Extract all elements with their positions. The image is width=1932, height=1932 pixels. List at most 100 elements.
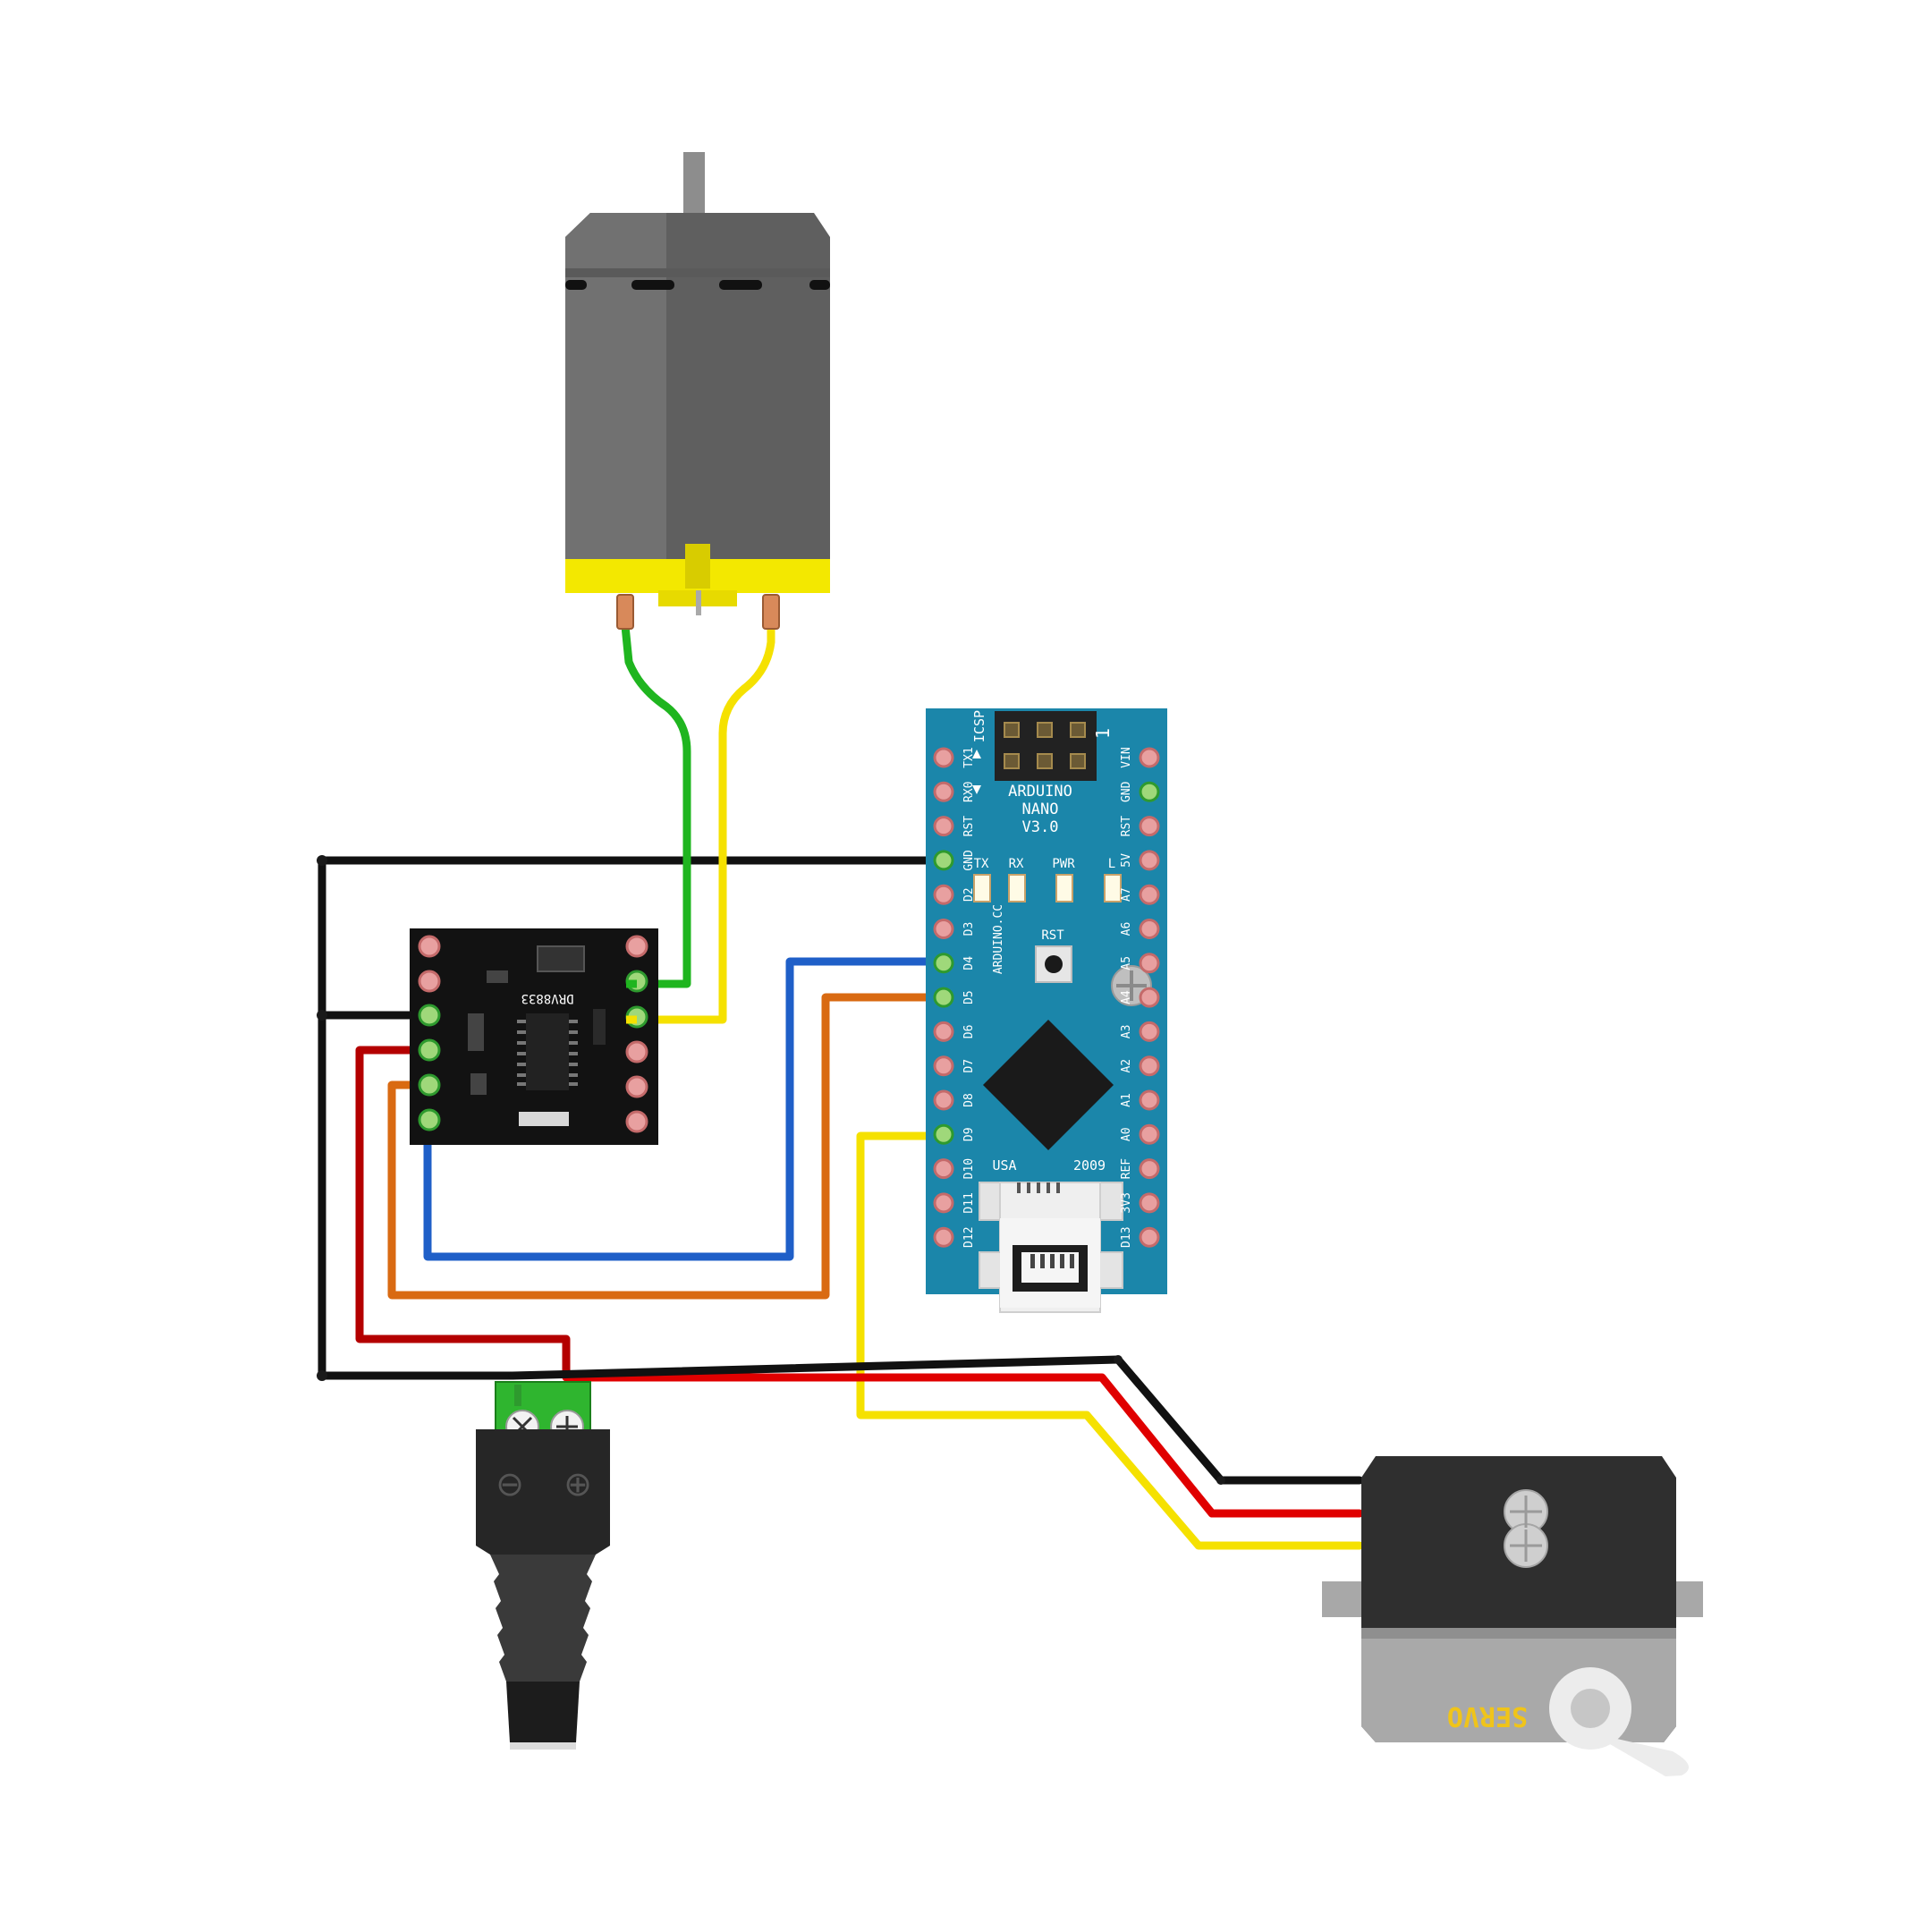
nano-pin-right: [1139, 781, 1160, 802]
driver-pins-right: [625, 935, 648, 1133]
jack-minus-symbol: ⊖: [496, 1464, 524, 1504]
nano-pin-label: A3: [1120, 1025, 1133, 1039]
wire-servo-signal: [856, 1131, 1364, 1550]
nano-pin-label: RST: [962, 816, 976, 837]
wire-d4-blue: [423, 957, 948, 1261]
driver-pin: [625, 935, 648, 958]
servo-horn: [1549, 1667, 1689, 1776]
nano-pin-left: [933, 816, 954, 837]
nano-pin-right: [1139, 1021, 1160, 1042]
nano-pin-label: REF: [1120, 1158, 1133, 1180]
nano-pin-label: D5: [962, 990, 976, 1004]
driver-chip-label: DRV8833: [521, 991, 573, 1005]
wires: [318, 613, 1364, 1550]
servo-motor: SERVO: [1322, 1456, 1703, 1776]
wire-servo-ground: [508, 1355, 1364, 1485]
nano-pin-label: RST: [1120, 816, 1133, 837]
wire-motor-yellow: [632, 613, 775, 1024]
nano-pin-left: [933, 884, 954, 905]
nano-year-label: 2009: [1073, 1157, 1106, 1174]
nano-pin-label: D4: [962, 956, 976, 970]
nano-pin-label: D11: [962, 1192, 976, 1213]
nano-pin-label: D12: [962, 1226, 976, 1247]
dc-motor: [565, 152, 830, 630]
nano-pin-right: [1139, 1089, 1160, 1111]
nano-pin-label: D6: [962, 1025, 976, 1039]
nano-website: ARDUINO.CC: [992, 904, 1005, 974]
nano-pin-label: D8: [962, 1093, 976, 1107]
led-label-l: L: [1108, 857, 1115, 871]
nano-pin-left: [933, 781, 954, 802]
nano-pin-label: 3V3: [1120, 1192, 1133, 1213]
nano-pin-label: RX0: [962, 782, 976, 802]
usb-connector[interactable]: [979, 1182, 1123, 1313]
nano-pin-left: [933, 919, 954, 939]
tx-arrow-icon: [972, 750, 981, 758]
motor-terminal-right: [762, 594, 780, 630]
wire-motor-green: [620, 613, 691, 988]
nano-usa-label: USA: [992, 1157, 1016, 1174]
nano-pin-left: [933, 987, 954, 1008]
rx-arrow-icon: [972, 785, 981, 794]
jack-sleeve: [490, 1555, 596, 1695]
driver-chip: [517, 1013, 578, 1090]
driver-pin: [625, 1040, 648, 1063]
motor-slot: [809, 280, 830, 290]
driver-pin: [418, 1038, 441, 1062]
driver-pin: [418, 1004, 441, 1027]
icsp-label: ICSP: [971, 710, 987, 742]
nano-pin-left: [933, 850, 954, 871]
nano-pin-label: D13: [1120, 1226, 1133, 1247]
nano-pin-left: [933, 1123, 954, 1145]
driver-pin: [418, 970, 441, 993]
nano-pin-right: [1139, 816, 1160, 837]
nano-pin-label: A2: [1120, 1059, 1133, 1073]
nano-pin-label: VIN: [1120, 747, 1133, 767]
nano-pin-left: [933, 1158, 954, 1180]
nano-pin-label: A5: [1120, 956, 1133, 970]
led-pwr: [1055, 874, 1073, 902]
led-label-pwr: PWR: [1052, 857, 1075, 871]
servo-label: SERVO: [1447, 1700, 1528, 1732]
nano-pin-label: D9: [962, 1127, 976, 1141]
led-l: [1104, 874, 1122, 902]
nano-pin-right: [1139, 1192, 1160, 1214]
nano-pin-right: [1139, 953, 1160, 974]
dc-barrel-jack: ⊖ ⊕: [476, 1381, 610, 1750]
status-leds: [973, 874, 1122, 902]
driver-pin: [418, 1073, 441, 1097]
motor-slot: [719, 280, 762, 290]
driver-pin: [625, 1075, 648, 1098]
nano-pin-label: D7: [962, 1059, 976, 1073]
nano-pin-left: [933, 1192, 954, 1214]
wire-servo-power: [562, 1373, 1364, 1518]
nano-pin-right: [1139, 747, 1160, 768]
driver-pins-left: [418, 935, 441, 1131]
wire-gnd-bus: [318, 856, 948, 1380]
nano-pin-label: D2: [962, 887, 976, 902]
nano-pin-left: [933, 1055, 954, 1077]
led-label-tx: TX: [974, 857, 989, 871]
motor-shaft: [683, 152, 705, 215]
wire-vm-red: [355, 1046, 571, 1376]
driver-pin: [418, 1108, 441, 1131]
jack-housing: [476, 1429, 610, 1555]
nano-pin-label: GND: [962, 850, 976, 871]
motor-driver-board: DRV8833: [410, 928, 658, 1145]
nano-pin-label: A4: [1120, 990, 1133, 1004]
nano-pin-label: A0: [1120, 1127, 1133, 1141]
nano-pin-label: A6: [1120, 922, 1133, 936]
motor-slot: [631, 280, 674, 290]
icsp-header: [995, 711, 1097, 781]
nano-pin-right: [1139, 1123, 1160, 1145]
nano-pin-right: [1139, 919, 1160, 939]
arduino-nano: ICSP 1 ARDUINO NANO V3.0 TX RX PWR L ARD…: [926, 708, 1167, 1313]
motor-slot: [565, 280, 587, 290]
nano-subtitle: NANO: [1022, 801, 1059, 818]
icsp-pin1-label: 1: [1092, 728, 1114, 739]
nano-pin-left: [933, 1021, 954, 1042]
nano-pin-right: [1139, 850, 1160, 871]
